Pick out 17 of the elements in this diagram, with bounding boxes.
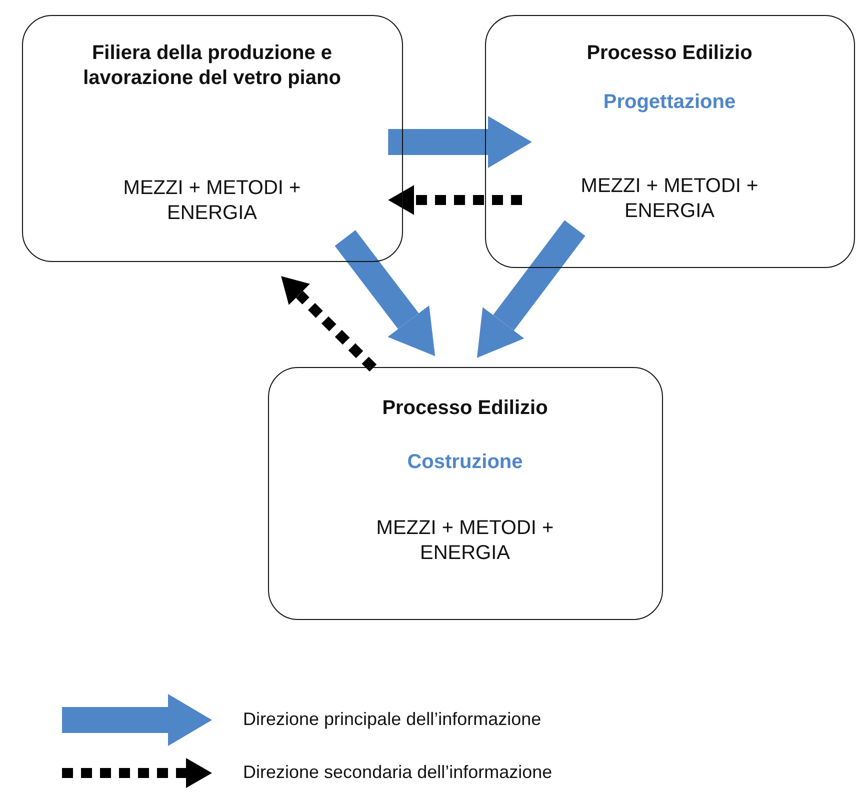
arrow <box>388 116 532 168</box>
process-box <box>268 367 663 620</box>
box-heading: Processo Edilizio <box>586 41 754 66</box>
box-subheading: Costruzione <box>406 450 524 475</box>
process-box <box>22 15 403 262</box>
dashed-arrow <box>388 185 522 215</box>
arrow <box>476 220 586 358</box>
legend-text: Direzione secondaria dell’informazione <box>243 762 552 783</box>
box-text: MEZZI + METODI + ENERGIA <box>580 174 760 224</box>
process-box <box>485 15 855 268</box>
box-heading: Filiera della produzione e lavorazione del vetro piano <box>82 41 342 91</box>
box-subheading: Progettazione <box>602 90 737 115</box>
arrow <box>334 230 436 356</box>
box-text: MEZZI + METODI + ENERGIA <box>122 176 302 226</box>
box-text: MEZZI + METODI + ENERGIA <box>375 516 555 566</box>
legend-text: Direzione principale dell’informazione <box>243 709 542 730</box>
box-heading: Processo Edilizio <box>381 396 549 421</box>
